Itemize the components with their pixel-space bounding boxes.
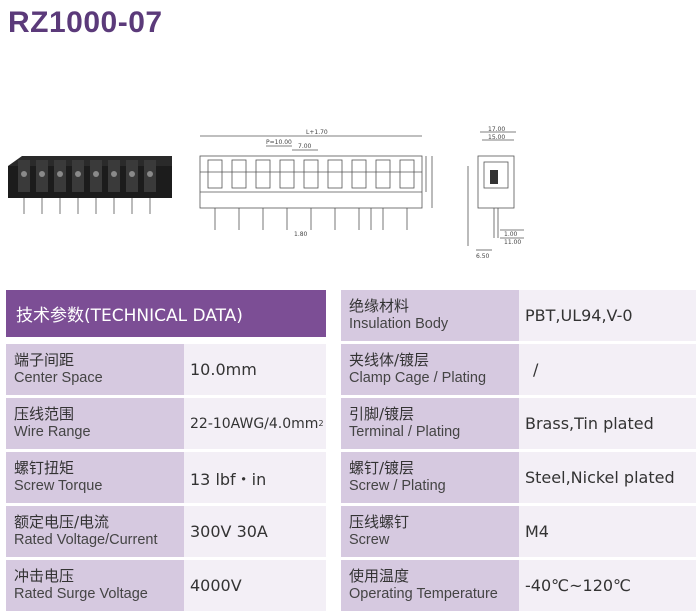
value-cell: 10.0mm: [184, 344, 326, 395]
table-header: 技术参数(TECHNICAL DATA): [6, 290, 326, 337]
label-cell: 压线范围 Wire Range: [6, 398, 184, 449]
value-cell: M4: [519, 506, 696, 557]
value-cell: Steel,Nickel plated: [519, 452, 696, 503]
value-cell: Brass,Tin plated: [519, 398, 696, 449]
label-cell: 螺钉扭矩 Screw Torque: [6, 452, 184, 503]
label-cell: 夹线体/镀层 Clamp Cage / Plating: [341, 344, 519, 395]
table-row: 螺钉扭矩 Screw Torque 13 lbf・in 螺钉/镀层 Screw …: [6, 452, 696, 503]
label-cell: 引脚/镀层 Terminal / Plating: [341, 398, 519, 449]
value-cell: 13 lbf・in: [184, 452, 326, 503]
label-cell: 螺钉/镀层 Screw / Plating: [341, 452, 519, 503]
table-row: 冲击电压 Rated Surge Voltage 4000V 使用温度 Oper…: [6, 560, 696, 611]
product-photo: [8, 156, 172, 214]
value-cell: PBT,UL94,V-0: [519, 290, 696, 341]
value-cell: /: [519, 344, 696, 395]
side-view-drawing: 17.00 15.00 1.00 11.00 6.50: [467, 126, 524, 260]
value-cell: 4000V: [184, 560, 326, 611]
svg-text:1.80: 1.80: [294, 231, 308, 238]
label-cell: 压线螺钉 Screw: [341, 506, 519, 557]
front-view-drawing: L+1.70 P=10.00 7.00 1.80: [199, 129, 433, 238]
svg-text:1.00: 1.00: [504, 231, 518, 238]
value-cell: -40℃~120℃: [519, 560, 696, 611]
label-cell: 冲击电压 Rated Surge Voltage: [6, 560, 184, 611]
svg-text:17.00: 17.00: [488, 126, 505, 133]
table-row: 端子间距 Center Space 10.0mm 夹线体/镀层 Clamp Ca…: [6, 344, 696, 395]
label-cell: 绝缘材料 Insulation Body: [341, 290, 519, 341]
label-cell: 额定电压/电流 Rated Voltage/Current: [6, 506, 184, 557]
label-cell: 使用温度 Operating Temperature: [341, 560, 519, 611]
value-cell: 300V 30A: [184, 506, 326, 557]
table-row: 额定电压/电流 Rated Voltage/Current 300V 30A 压…: [6, 506, 696, 557]
svg-text:6.50: 6.50: [476, 253, 490, 260]
svg-text:11.00: 11.00: [504, 239, 521, 246]
label-cell: 端子间距 Center Space: [6, 344, 184, 395]
svg-text:15.00: 15.00: [488, 134, 505, 141]
product-title: RZ1000-07: [8, 6, 163, 39]
svg-text:L+1.70: L+1.70: [306, 129, 328, 136]
svg-text:7.00: 7.00: [298, 143, 312, 150]
svg-text:P=10.00: P=10.00: [266, 139, 292, 146]
table-row: 技术参数(TECHNICAL DATA) 绝缘材料 Insulation Bod…: [6, 290, 696, 341]
